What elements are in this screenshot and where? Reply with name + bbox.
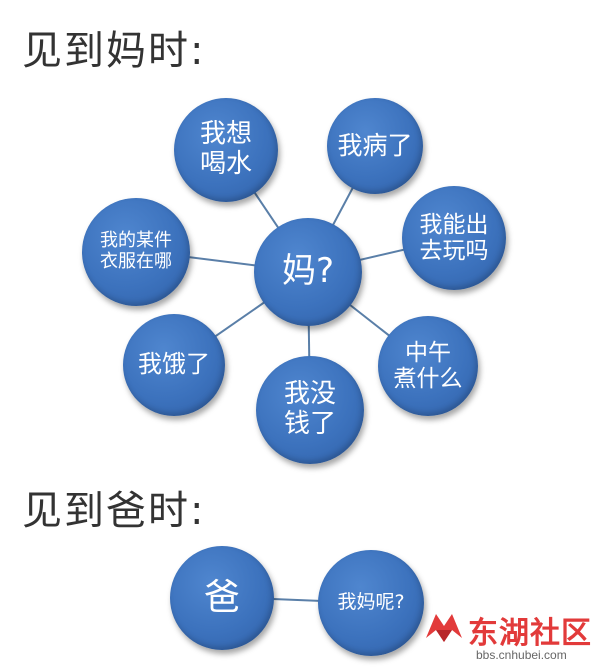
heading-dad: 见到爸时: (22, 488, 206, 534)
node-hungry: 我饿了 (123, 314, 225, 416)
node-want-drink: 我想 喝水 (174, 98, 278, 202)
center-mom: 妈? (254, 218, 362, 326)
node-where-mom: 我妈呢? (318, 550, 424, 656)
watermark: 东湖社区 bbs.cnhubei.com (422, 606, 606, 666)
node-find-clothes: 我的某件 衣服在哪 (82, 198, 190, 306)
heading-mom: 见到妈时: (22, 28, 206, 74)
watermark-title: 东湖社区 (468, 616, 592, 651)
node-sick: 我病了 (327, 98, 423, 194)
watermark-url: bbs.cnhubei.com (476, 648, 567, 662)
node-no-money: 我没 钱了 (256, 356, 364, 464)
node-lunch: 中午 煮什么 (378, 316, 478, 416)
center-dad: 爸 (170, 546, 274, 650)
node-go-play: 我能出 去玩吗 (402, 186, 506, 290)
cnhubei-logo-icon (426, 614, 462, 642)
